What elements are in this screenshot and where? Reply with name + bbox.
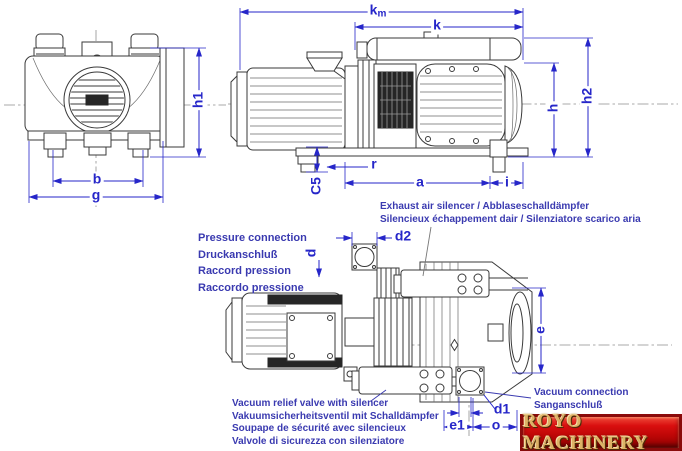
top-view <box>225 243 533 403</box>
note-line: Raccordo pressione <box>198 281 304 294</box>
note-line: Vacuum relief valve with silencer <box>232 398 389 409</box>
dim-label-i: i <box>503 173 511 192</box>
note-line: Sanganschluß <box>534 400 603 411</box>
dim-label-r: r <box>371 155 377 172</box>
note-line: Druckanschluß <box>198 248 278 261</box>
dim-label-d2: d2 <box>394 227 412 244</box>
dim-label-k: k <box>431 16 443 35</box>
front-view <box>24 33 185 158</box>
side-view <box>230 31 529 173</box>
dim-label-g: g <box>89 186 103 205</box>
leader-lines <box>370 226 532 402</box>
note-line: Silencieux échappement dair / Silenziato… <box>380 214 641 225</box>
dim-label-o: o <box>489 416 503 435</box>
dim-label-e: e <box>531 324 550 336</box>
note-pressure-connection: Pressure connection Druckanschluß Raccor… <box>198 230 307 296</box>
note-line: Raccord pression <box>198 265 291 277</box>
note-vacuum-relief-valve: Vacuum relief valve with silencer Vakuum… <box>232 398 439 448</box>
logo-text: ROYO MACHINERY <box>523 410 649 451</box>
dim-label-C5: C5 <box>307 177 324 195</box>
note-line: Pressure connection <box>198 232 307 244</box>
note-vacuum-connection: Vacuum connection Sanganschluß <box>534 386 628 412</box>
note-line: Vacuum connection <box>534 387 629 398</box>
royo-machinery-logo-banner: ROYO MACHINERY <box>520 410 682 451</box>
dim-label-h: h <box>544 101 563 115</box>
dim-label-e1: e1 <box>447 416 467 435</box>
dim-label-km: km <box>367 1 389 20</box>
note-line: Vakuumsicherheitsventil mit Schalldämpfe… <box>232 410 439 422</box>
dim-label-h2: h2 <box>578 85 597 107</box>
top-view-dimensions <box>316 232 546 431</box>
note-line: Soupape de sécurité avec silencieux <box>232 423 406 435</box>
dim-label-d1: d1 <box>493 400 511 417</box>
note-line: Valvole di sicurezza con silenziatore <box>232 435 405 447</box>
dim-label-h1: h1 <box>189 89 208 111</box>
note-exhaust-silencer: Exhaust air silencer / Abblaseschalldämp… <box>380 200 641 226</box>
note-line: Exhaust air silencer / Abblaseschalldämp… <box>380 201 590 212</box>
dim-label-a: a <box>414 173 426 192</box>
